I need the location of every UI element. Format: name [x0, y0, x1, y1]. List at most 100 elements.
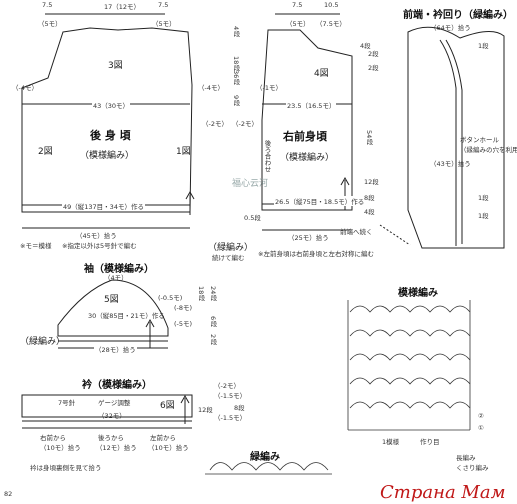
front-pattern-name: （模様編み） — [280, 153, 335, 163]
front-band-small-2: 1段 — [478, 194, 489, 202]
collar-mid-pick: （12モ）拾う — [96, 444, 137, 452]
sleeve-piece-number: 5図 — [104, 295, 119, 305]
collar-note: 衿は身頃裏側を見て拾う — [30, 464, 102, 472]
edge-sub: 続けて編む — [212, 254, 245, 262]
pattern-chart-legend-2: くさり編み — [456, 464, 489, 472]
collar-gauge: ゲージ調整 — [98, 399, 131, 407]
collar-outline — [21, 394, 193, 418]
front-hem-small: 0.5段 — [244, 214, 261, 222]
collar-dim-1: （-2モ） — [214, 382, 240, 390]
sleeve-side-dim-1: 18段 — [197, 286, 205, 301]
front-band-small-5: 2段 — [368, 64, 379, 72]
back-piece-number: 3図 — [108, 61, 123, 71]
back-shoulder-right: （-4モ） — [198, 84, 224, 92]
pattern-chart-start: 作り目 — [420, 438, 440, 446]
back-top-dim-center: 17（12モ） — [104, 3, 141, 11]
collar-needle: 7号針 — [58, 399, 76, 407]
back-side-dim-right: （-2モ） — [232, 120, 258, 128]
collar-side-2: 12段 — [198, 406, 213, 414]
front-band-small-1: 1段 — [478, 42, 489, 50]
armhole-dim-4: 9段 — [232, 95, 240, 106]
sleeve-dim-1: (-0.5モ) — [158, 294, 183, 302]
front-hem-dim-2: 4段 — [364, 208, 375, 216]
sleeve-outline — [57, 279, 169, 337]
back-piece-name: 後 身 頃 — [90, 129, 131, 142]
back-top-unit-right: （5モ） — [152, 20, 176, 28]
sleeve-dim-2: (-8モ) — [174, 304, 193, 312]
stamp: 福心云河 — [232, 179, 269, 189]
front-side-pick: （25モ）拾う — [288, 234, 329, 242]
front-hem-dim-3: 12段 — [364, 178, 379, 186]
front-neck-rows: 4段 — [360, 42, 371, 50]
note-needle: ※指定以外は5号針で編む — [62, 242, 137, 250]
front-length: 54段 — [365, 130, 373, 145]
front-band-pick-2: （64モ）拾う — [430, 24, 471, 32]
pattern-chart-marker-2: ② — [478, 412, 484, 420]
front-sub-label: 後ろ合わせ — [263, 140, 271, 173]
back-top-dim-left: 7.5 — [42, 1, 53, 9]
back-side-dim-left: （-2モ） — [202, 120, 228, 128]
armhole-dim-1: 4段 — [232, 26, 240, 37]
sleeve-cap: （4モ） — [104, 274, 128, 282]
front-piece-number: 4図 — [314, 69, 329, 79]
front-band-buttonhole-note: （縁編みの穴を利用する） — [460, 146, 517, 154]
collar-left-pick: （10モ）拾う — [40, 444, 81, 452]
back-pattern-name: （模様編み） — [80, 151, 135, 161]
front-band-small-3: 1段 — [478, 212, 489, 220]
collar-mid-from: 後ろから — [98, 434, 124, 442]
edging-title: 緑編み — [250, 452, 280, 463]
pattern-chart-marker-1: ① — [478, 424, 484, 432]
watermark: Страна Мам — [380, 482, 506, 503]
armhole-dim-2: 18段 — [232, 56, 240, 71]
stitch-chart-lines — [347, 300, 471, 431]
page-number: 82 — [4, 490, 13, 498]
note-mirror: ※左前身頃は右前身頃と左右対称に編む — [258, 250, 374, 258]
sleeve-row: 30（縦85目・21モ）作る — [88, 312, 165, 320]
front-band-buttonhole: ボタンホール — [460, 136, 499, 144]
collar-side: 8段 — [234, 404, 245, 412]
back-body-outline — [21, 27, 193, 213]
front-hem-dim-1: 8段 — [364, 194, 375, 202]
sleeve-side-dim-2: 24段 — [209, 286, 217, 301]
front-band-small-4: 2段 — [368, 50, 379, 58]
back-chest-width: 43（30モ） — [92, 100, 131, 110]
front-bottom-note: 前端へ続く — [340, 228, 373, 236]
back-hem-cast-on: 49（縦137目・34モ）作る — [62, 201, 145, 211]
sleeve-edge-label: （緑編み） — [20, 337, 66, 347]
back-top-unit-left: （5モ） — [38, 20, 62, 28]
collar-title: 衿（模様編み） — [82, 380, 152, 391]
edging-chart-lines — [205, 462, 332, 475]
front-top-dim-right: 10.5 — [324, 1, 339, 9]
front-band-outline — [407, 26, 505, 249]
front-hem-cast-on: 26.5（縦75目・18.5モ）作る — [274, 196, 366, 206]
collar-piece-number: 6図 — [160, 401, 175, 411]
collar-dim-3: （-1.5モ） — [214, 414, 247, 422]
edge-pick: （45モ）拾う — [76, 232, 117, 240]
front-top-dim-left: 7.5 — [292, 1, 303, 9]
pattern-chart-repeat: 1模様 — [382, 438, 400, 446]
front-body-outline — [261, 29, 353, 211]
sleeve-side-dim-3: 6段 — [209, 316, 217, 327]
collar-left-from: 右前から — [40, 434, 66, 442]
collar-dim-2: （-1.5モ） — [214, 392, 247, 400]
front-band-title: 前端・衿回り（緑編み） — [403, 10, 513, 21]
armhole-dim-3: 36段 — [232, 70, 240, 85]
back-top-dim-right: 7.5 — [158, 1, 169, 9]
back-shoulder-left: （-4モ） — [12, 84, 38, 92]
pattern-chart-legend-1: 長編み — [456, 454, 476, 462]
sleeve-dim-3: (-5モ) — [174, 320, 193, 328]
back-left-label: 2図 — [38, 147, 53, 157]
front-band-pick: （43モ）拾う — [430, 160, 471, 168]
front-neck-decrease: （-1モ） — [256, 84, 282, 92]
collar-right-from: 左前から — [150, 434, 176, 442]
collar-right-pick: （10モ）拾う — [148, 444, 189, 452]
sleeve-bottom-pick: （28モ）拾う — [94, 344, 137, 354]
front-piece-name: 右前身頃 — [283, 130, 327, 143]
sleeve-title: 袖（模様編み） — [84, 264, 154, 275]
front-top-unit-right: （7.5モ） — [316, 20, 346, 28]
edge-label: （緑編み） — [208, 243, 254, 253]
sleeve-side-dim-4: 2段 — [209, 334, 217, 345]
note-motif: ※モ＝模様 — [20, 242, 52, 250]
collar-width: （32モ） — [98, 412, 126, 420]
front-chest-width: 23.5（16.5モ） — [286, 100, 337, 110]
